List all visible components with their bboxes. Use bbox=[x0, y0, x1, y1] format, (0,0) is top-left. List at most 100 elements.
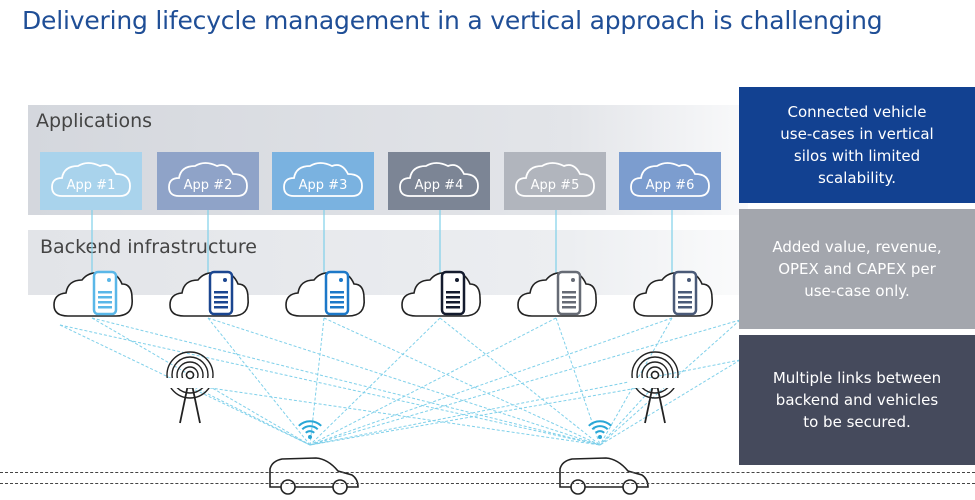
backend-vehicle-link bbox=[309, 317, 673, 446]
wifi-arc bbox=[298, 420, 322, 427]
info-panel-scalability: Connected vehicle use-cases in vertical … bbox=[739, 87, 975, 203]
server-slot bbox=[98, 301, 112, 304]
server-slot bbox=[98, 306, 112, 309]
app-label: App #2 bbox=[183, 177, 233, 193]
server-icon bbox=[324, 270, 350, 316]
signal-wave bbox=[636, 356, 674, 394]
app-label: App #6 bbox=[645, 177, 695, 193]
server-slot bbox=[562, 296, 576, 299]
cloud-icon bbox=[272, 152, 374, 210]
backend-cloud bbox=[285, 270, 365, 317]
signal-wave bbox=[166, 351, 214, 399]
server-icon bbox=[92, 270, 118, 316]
backend-vehicle-link bbox=[207, 317, 601, 446]
app-tile-6: App #6 bbox=[619, 152, 721, 210]
signal-wave bbox=[631, 351, 679, 399]
backend-vehicle-link bbox=[59, 324, 311, 446]
server-slot bbox=[330, 306, 344, 309]
cloud-icon bbox=[504, 152, 606, 210]
backend-vehicle-link bbox=[309, 359, 741, 446]
cloud-icon bbox=[40, 152, 142, 210]
backend-vehicle-link bbox=[91, 317, 601, 446]
server-slot bbox=[446, 301, 460, 304]
server-slot bbox=[98, 296, 112, 299]
server-led bbox=[687, 278, 691, 282]
app-tile-2: App #2 bbox=[157, 152, 259, 210]
backend-vehicle-link bbox=[309, 317, 557, 446]
tower-vehicle-link bbox=[599, 384, 656, 446]
wifi-arc bbox=[595, 430, 605, 434]
backend-cloud bbox=[517, 270, 597, 317]
backend-cloud bbox=[169, 270, 249, 317]
backend-label: Backend infrastructure bbox=[40, 236, 257, 258]
radio-tower-icon bbox=[629, 351, 681, 424]
info-panel-value: Added value, revenue, OPEX and CAPEX per… bbox=[739, 209, 975, 329]
signal-wave bbox=[171, 356, 209, 394]
server-led bbox=[339, 278, 343, 282]
applications-label: Applications bbox=[36, 110, 153, 132]
tower-vehicle-link bbox=[309, 384, 656, 446]
app-label: App #4 bbox=[414, 177, 464, 193]
server-slot bbox=[562, 301, 576, 304]
backend-vehicle-link bbox=[439, 317, 601, 446]
backend-vehicle-link bbox=[555, 317, 601, 446]
wifi-icon bbox=[588, 420, 612, 439]
wifi-arc bbox=[591, 425, 609, 431]
server-led bbox=[455, 278, 459, 282]
radio-tower-icon bbox=[164, 351, 216, 424]
server-slot bbox=[330, 301, 344, 304]
server-slot bbox=[98, 291, 112, 294]
server-led bbox=[107, 278, 111, 282]
wifi-arc bbox=[588, 420, 612, 427]
wifi-dot bbox=[598, 435, 602, 439]
wifi-dot bbox=[308, 435, 312, 439]
app-tile-5: App #5 bbox=[504, 152, 606, 210]
tower-vehicle-link bbox=[189, 384, 311, 446]
backend-vehicle-link bbox=[309, 317, 441, 446]
server-slot bbox=[330, 296, 344, 299]
wave-gap bbox=[164, 378, 216, 388]
tower-vehicle-link bbox=[189, 384, 601, 446]
road bbox=[0, 472, 975, 484]
server-slot bbox=[214, 301, 228, 304]
server-icon bbox=[672, 270, 698, 316]
server-slot bbox=[214, 291, 228, 294]
server-slot bbox=[214, 306, 228, 309]
server-icon bbox=[208, 270, 234, 316]
wifi-arc bbox=[301, 425, 319, 431]
info-panel-security: Multiple links between backend and vehic… bbox=[739, 335, 975, 465]
vehicle-links-group bbox=[59, 317, 741, 446]
server-slot bbox=[214, 296, 228, 299]
page-title: Delivering lifecycle management in a ver… bbox=[22, 6, 883, 35]
backend-cloud bbox=[633, 270, 713, 317]
backend-vehicle-link bbox=[59, 324, 601, 446]
app-tile-3: App #3 bbox=[272, 152, 374, 210]
server-slot bbox=[562, 291, 576, 294]
cloud-icon bbox=[619, 152, 721, 210]
server-slot bbox=[562, 306, 576, 309]
backend-vehicle-link bbox=[323, 317, 601, 446]
backend-cloud bbox=[401, 270, 481, 317]
cloud-icon bbox=[388, 152, 490, 210]
wave-gap bbox=[629, 378, 681, 388]
wifi-arc bbox=[305, 430, 315, 434]
wifi-icon bbox=[298, 420, 322, 439]
app-label: App #5 bbox=[530, 177, 580, 193]
backend-vehicle-link bbox=[207, 317, 311, 446]
backend-vehicle-link bbox=[599, 359, 741, 446]
app-label: App #3 bbox=[298, 177, 348, 193]
backend-layer bbox=[28, 230, 748, 295]
cloud-icon bbox=[157, 152, 259, 210]
tower-antenna bbox=[650, 370, 660, 380]
backend-cloud bbox=[53, 270, 133, 317]
app-tile-4: App #4 bbox=[388, 152, 490, 210]
server-slot bbox=[678, 291, 692, 294]
server-slot bbox=[446, 291, 460, 294]
tower-antenna bbox=[185, 370, 195, 380]
server-slot bbox=[678, 301, 692, 304]
backend-vehicle-link bbox=[599, 319, 741, 446]
app-tile-1: App #1 bbox=[40, 152, 142, 210]
server-slot bbox=[446, 306, 460, 309]
server-led bbox=[223, 278, 227, 282]
app-label: App #1 bbox=[66, 177, 116, 193]
